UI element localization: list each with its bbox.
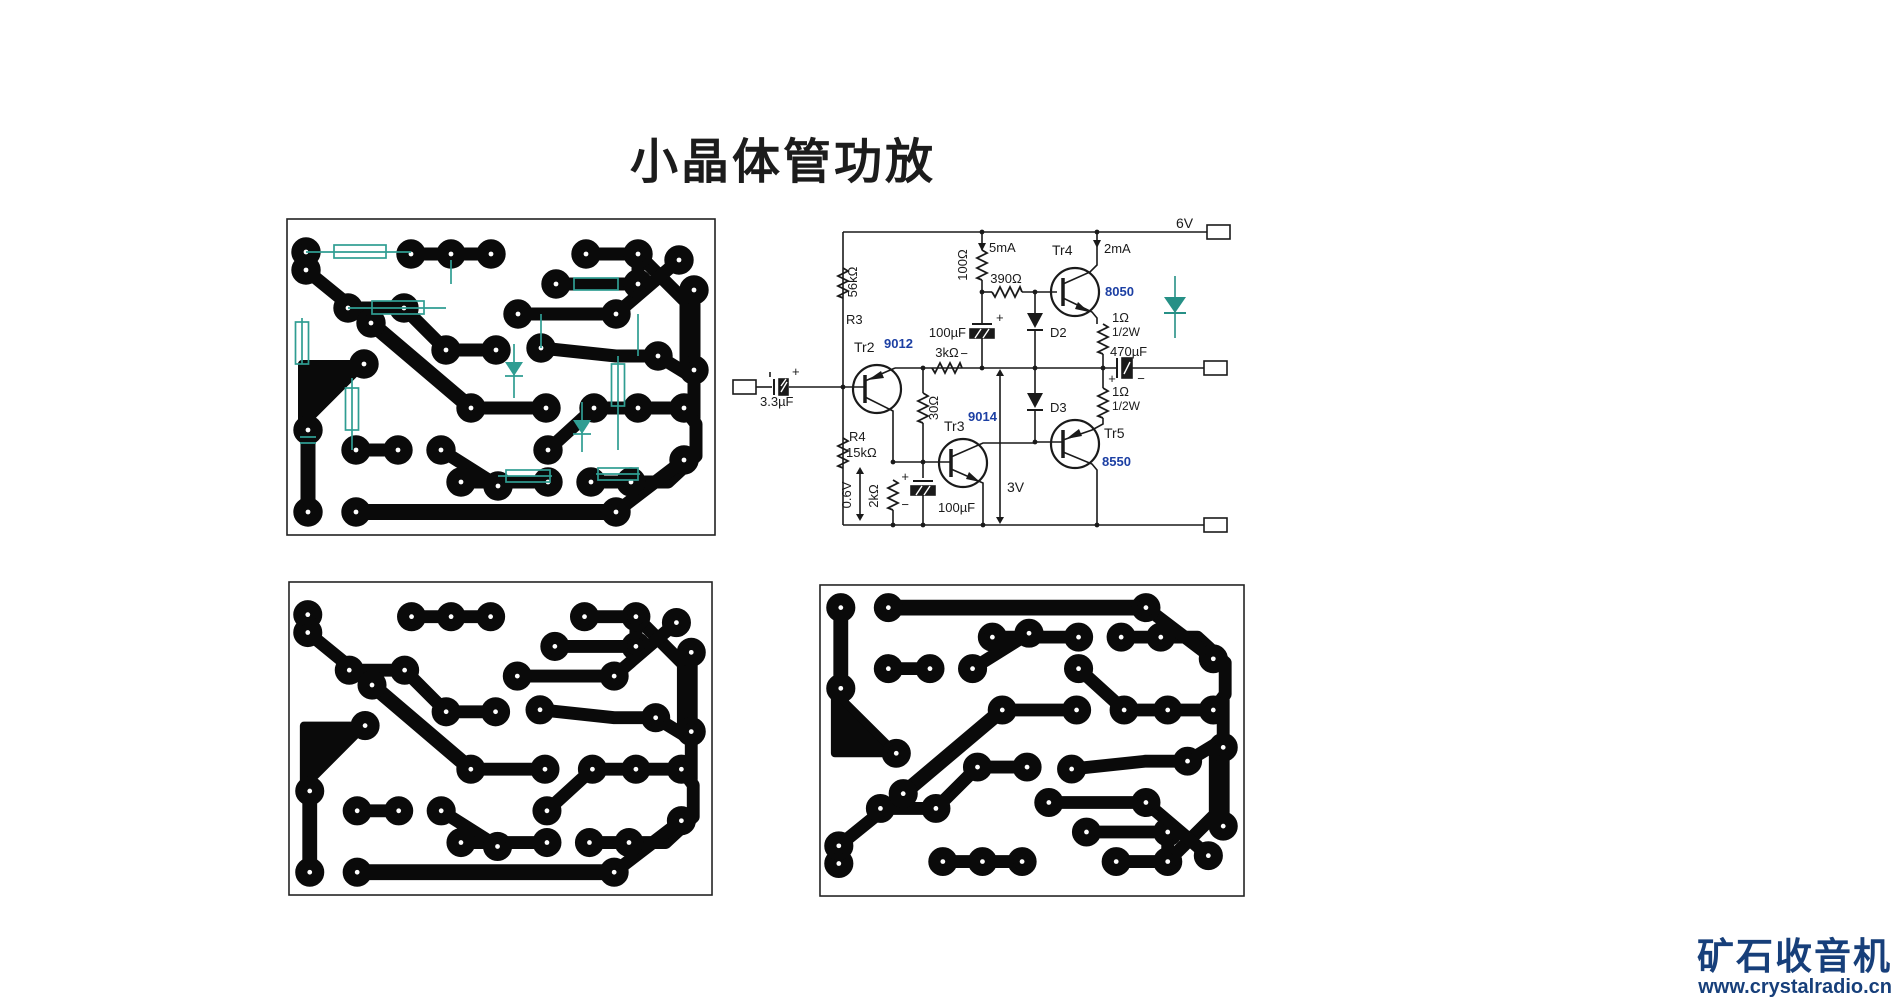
polarity-plus: + xyxy=(901,469,909,484)
polarity-plus: + xyxy=(996,310,1004,325)
watermark-url: www.crystalradio.cn xyxy=(1698,976,1892,998)
watermark: 矿石收音机 www.crystalradio.cn xyxy=(1697,936,1892,998)
pcb-layout-copper xyxy=(288,581,713,896)
arrow-down-icon xyxy=(996,517,1004,524)
teal-diode-icon xyxy=(1164,276,1186,338)
capacitor-input: + 3.3µF xyxy=(756,364,843,409)
current-arrow-icon xyxy=(978,243,986,251)
page-title: 小晶体管功放 xyxy=(630,136,937,189)
resistor-power: 1/2W xyxy=(1112,325,1141,339)
resistor-value: 390Ω xyxy=(990,271,1022,286)
supply-voltage-label: 6V xyxy=(1176,215,1194,231)
resistor-30ohm: 30Ω xyxy=(915,368,941,478)
emitter-arrow-icon xyxy=(1066,429,1082,439)
resistor-value: 100Ω xyxy=(955,249,970,281)
polarity-plus: + xyxy=(792,364,800,379)
capacitor-100uf-top: + − 100µF xyxy=(929,292,1004,368)
transistor-part-number: 9014 xyxy=(968,409,998,424)
transistor-part-number: 8550 xyxy=(1102,454,1131,469)
diode-name: D2 xyxy=(1050,325,1067,340)
diode-name: D3 xyxy=(1050,400,1067,415)
capacitor-100uf-bottom: + − 100µF xyxy=(901,469,975,525)
transistor-name: Tr4 xyxy=(1052,242,1073,258)
voltage-label: 0.6V xyxy=(839,481,854,508)
transistor-tr3: Tr3 9014 xyxy=(937,409,1035,525)
resistor-name: R3 xyxy=(846,312,863,327)
transistor-name: Tr3 xyxy=(944,418,965,434)
supply-terminal xyxy=(1206,224,1231,240)
transistor-tr4: Tr4 2mA 8050 xyxy=(1049,232,1134,324)
ground-terminal xyxy=(1203,517,1228,533)
arrow-down-icon xyxy=(856,514,864,521)
resistor-value: 56kΩ xyxy=(845,266,860,297)
input-terminal xyxy=(732,379,757,395)
power-rails xyxy=(842,231,1207,526)
emitter-arrow-icon xyxy=(868,371,884,380)
resistor-1ohm-upper: 1Ω 1/2W xyxy=(1095,310,1141,368)
current-label: 2mA xyxy=(1104,241,1131,256)
transistor-part-number: 8050 xyxy=(1105,284,1134,299)
amplifier-schematic: 6V + 3.3µF 56kΩ R3 R4 15kΩ 100Ω 5mA 390Ω xyxy=(732,215,1231,533)
polarity-minus: − xyxy=(901,497,909,512)
transistor-tr2: Tr2 9012 xyxy=(843,336,913,462)
capacitor-value: 100µF xyxy=(929,325,966,340)
resistor-value: 15kΩ xyxy=(846,445,877,460)
bias-voltage-measure: 0.6V xyxy=(839,467,864,521)
capacitor-value: 3.3µF xyxy=(760,394,794,409)
transistor-name: Tr2 xyxy=(854,339,875,355)
watermark-brand: 矿石收音机 xyxy=(1697,936,1892,978)
emitter-arrow-icon xyxy=(966,472,980,482)
current-arrow-icon xyxy=(1093,240,1101,248)
resistor-value: 1Ω xyxy=(1112,310,1129,325)
transistor-name: Tr5 xyxy=(1104,425,1125,441)
pcb-layout-with-silkscreen xyxy=(286,218,716,536)
voltage-label: 3V xyxy=(1007,479,1025,495)
resistor-value: 30Ω xyxy=(926,396,941,420)
mid-voltage-measure: 3V xyxy=(996,369,1025,524)
diode-d3: D3 xyxy=(1027,368,1067,443)
resistor-100ohm: 100Ω 5mA xyxy=(955,232,1016,292)
resistor-2k: 2kΩ xyxy=(866,479,901,525)
capacitor-value: 470µF xyxy=(1110,344,1147,359)
resistor-power: 1/2W xyxy=(1112,399,1141,413)
capacitor-value: 100µF xyxy=(938,500,975,515)
polarity-minus: − xyxy=(960,346,968,361)
emitter-arrow-icon xyxy=(1075,302,1089,312)
polarity-minus: − xyxy=(1137,371,1145,386)
resistor-r3: 56kΩ R3 xyxy=(835,266,863,327)
output-terminal xyxy=(1203,360,1228,376)
resistor-1ohm-lower: 1Ω 1/2W xyxy=(1095,368,1141,419)
transistor-part-number: 9012 xyxy=(884,336,913,351)
pcb-layout-copper-mirrored xyxy=(819,584,1245,897)
resistor-value: 2kΩ xyxy=(866,484,881,508)
arrow-up-icon xyxy=(996,369,1004,376)
resistor-390ohm: 390Ω xyxy=(982,271,1057,300)
resistor-r4: R4 15kΩ xyxy=(835,429,877,469)
resistor-3k: 3kΩ xyxy=(931,345,963,376)
resistor-value: 3kΩ xyxy=(935,345,959,360)
junction-dots xyxy=(840,229,1106,528)
resistor-name: R4 xyxy=(849,429,866,444)
arrow-up-icon xyxy=(856,467,864,474)
diode-d2: D2 xyxy=(1027,292,1067,368)
current-label: 5mA xyxy=(989,240,1016,255)
transistor-tr5: Tr5 8550 xyxy=(1049,418,1131,525)
resistor-value: 1Ω xyxy=(1112,384,1129,399)
polarity-plus: + xyxy=(1108,371,1116,386)
